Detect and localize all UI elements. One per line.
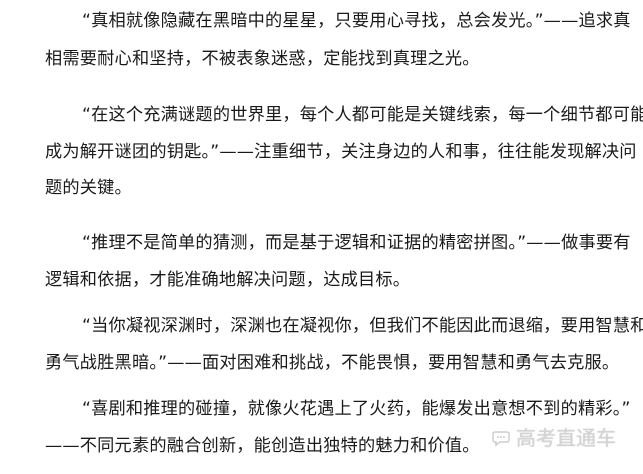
watermark-text: 高考直通车 xyxy=(516,426,616,450)
paragraph-2-line-2: 成为解开谜团的钥匙。”——注重细节，关注身边的人和事，往往能发现解决问 xyxy=(45,142,637,162)
watermark: 高考直通车 xyxy=(492,421,640,455)
paragraph-4-line-1: “当你凝视深渊时，深渊也在凝视你，但我们不能因此而退缩，要用智慧和 xyxy=(82,316,643,336)
paragraph-2-line-3: 题的关键。 xyxy=(45,178,132,198)
paragraph-5-line-1: “喜剧和推理的碰撞，就像火花遇上了火药，能爆发出意想不到的精彩。” xyxy=(82,399,631,419)
paragraph-1-line-2: 相需要耐心和坚持，不被表象迷惑，定能找到真理之光。 xyxy=(45,49,480,69)
paragraph-2-line-1: “在这个充满谜题的世界里，每个人都可能是关键线索，每一个细节都可能 xyxy=(82,105,643,125)
paragraph-3-line-1: “推理不是简单的猜测，而是基于逻辑和证据的精密拼图。”——做事要有 xyxy=(82,233,631,253)
chat-bubble-icon xyxy=(492,429,510,447)
paragraph-3-line-2: 逻辑和依据，才能准确地解决问题，达成目标。 xyxy=(45,270,411,290)
paragraph-5-line-2: ——不同元素的融合创新，能创造出独特的魅力和价值。 xyxy=(45,436,480,456)
paragraph-4-line-2: 勇气战胜黑暗。”——面对困难和挑战，不能畏惧，要用智慧和勇气去克服。 xyxy=(45,353,620,373)
paragraph-1-line-1: “真相就像隐藏在黑暗中的星星，只要用心寻找，总会发光。”——追求真 xyxy=(82,11,631,31)
